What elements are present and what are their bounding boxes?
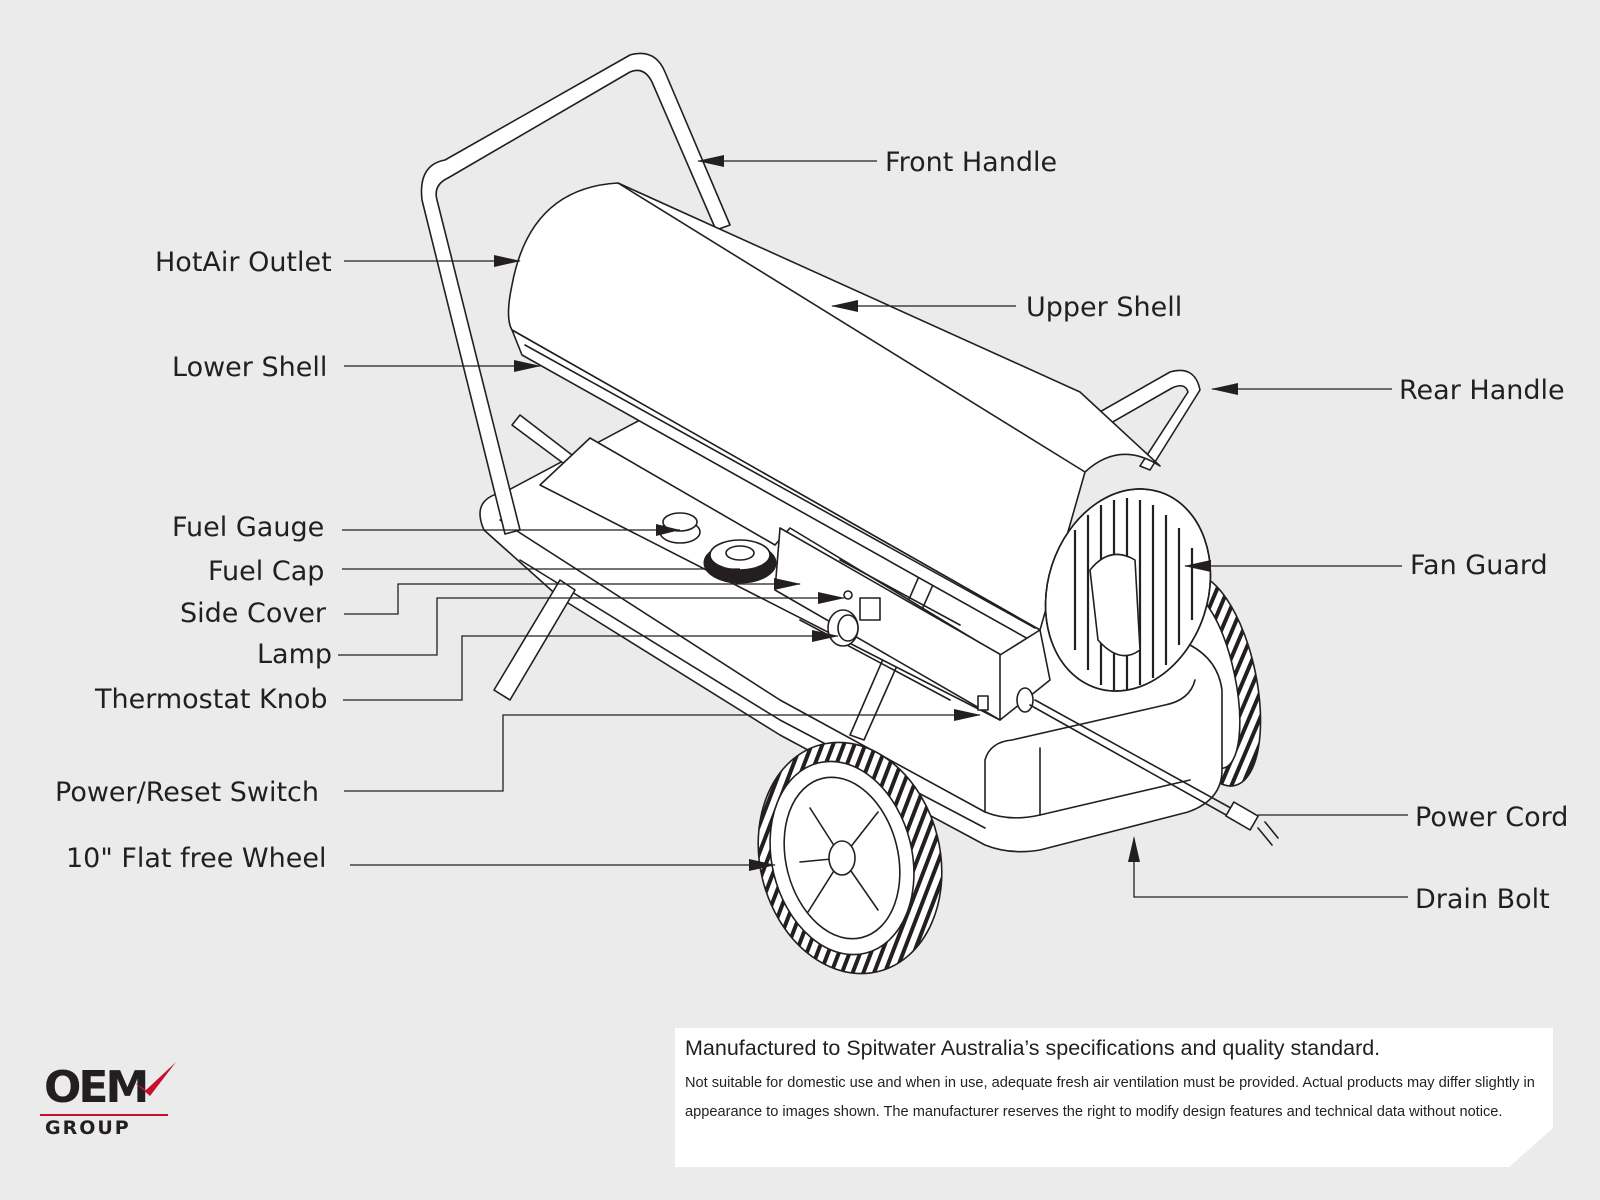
logo-rule xyxy=(40,1114,168,1116)
disclaimer-body: Not suitable for domestic use and when i… xyxy=(685,1075,1535,1120)
callout-lamp: Lamp xyxy=(257,592,845,670)
callout-wheel: 10" Flat free Wheel xyxy=(66,843,776,874)
label-fuel-gauge: Fuel Gauge xyxy=(172,512,324,543)
fuel-cap-part xyxy=(703,539,777,584)
thermostat-knob-part xyxy=(827,609,859,647)
heater-body xyxy=(507,182,1161,641)
label-lower-shell: Lower Shell xyxy=(172,352,327,383)
label-lamp: Lamp xyxy=(257,639,332,670)
side-panel xyxy=(539,437,1051,721)
callout-lower-shell: Lower Shell xyxy=(172,352,541,383)
label-fuel-cap: Fuel Cap xyxy=(208,556,324,587)
callout-drain-bolt: Drain Bolt xyxy=(1128,836,1550,915)
label-front-handle: Front Handle xyxy=(885,147,1057,178)
front-wheel xyxy=(757,741,943,975)
callout-fuel-cap: Fuel Cap xyxy=(208,556,740,587)
lamp-part xyxy=(843,590,853,600)
logo-check-icon xyxy=(134,1062,176,1096)
callout-side-cover: Side Cover xyxy=(180,578,801,629)
callout-front-handle: Front Handle xyxy=(697,147,1057,178)
label-wheel: 10" Flat free Wheel xyxy=(66,843,326,874)
callout-fan-guard: Fan Guard xyxy=(1184,550,1548,581)
label-power-cord: Power Cord xyxy=(1415,802,1568,833)
fan-guard-part xyxy=(1044,488,1212,692)
logo-wordmark: OEM xyxy=(44,1062,149,1113)
label-upper-shell: Upper Shell xyxy=(1026,292,1182,323)
callout-upper-shell: Upper Shell xyxy=(831,292,1182,323)
label-drain-bolt: Drain Bolt xyxy=(1415,884,1550,915)
label-fan-guard: Fan Guard xyxy=(1410,550,1548,581)
label-rear-handle: Rear Handle xyxy=(1399,375,1565,406)
power-cord-part xyxy=(1016,687,1279,846)
callout-rear-handle: Rear Handle xyxy=(1211,375,1565,406)
logo-subtitle: GROUP xyxy=(45,1117,131,1139)
disclaimer-title: Manufactured to Spitwater Australia’s sp… xyxy=(685,1036,1381,1060)
disclaimer-box: Manufactured to Spitwater Australia’s sp… xyxy=(675,1028,1553,1167)
callout-fuel-gauge-thermostat: Thermostat Knob xyxy=(94,630,839,715)
callout-power-cord: Power Cord xyxy=(1258,802,1568,833)
callout-fuel-gauge: Fuel Gauge xyxy=(172,512,680,543)
label-hot-air-outlet: HotAir Outlet xyxy=(155,247,332,278)
label-thermostat-knob: Thermostat Knob xyxy=(94,684,328,715)
oem-group-logo: OEM GROUP xyxy=(40,1062,176,1139)
callout-power-reset-switch: Power/Reset Switch xyxy=(55,709,981,808)
heater-illustration xyxy=(420,52,1279,975)
callout-hot-air-outlet: HotAir Outlet xyxy=(155,247,521,278)
label-power-reset-switch: Power/Reset Switch xyxy=(55,777,319,808)
label-side-cover: Side Cover xyxy=(180,598,327,629)
